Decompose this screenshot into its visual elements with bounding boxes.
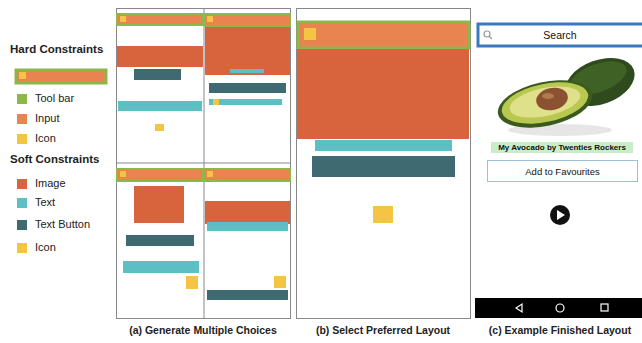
legend-label: Tool bar [35, 92, 74, 104]
text-button-block [207, 290, 288, 300]
legend-swatch [17, 94, 27, 104]
text-block [315, 140, 452, 151]
legend-swatch [17, 243, 27, 253]
button-outline [488, 161, 638, 182]
icon-block [120, 16, 126, 22]
toolbar-block [117, 169, 203, 181]
node-text: Search [543, 29, 576, 41]
text-block [209, 99, 282, 105]
image-block [117, 46, 203, 67]
avocado-flesh [498, 75, 592, 130]
title-band: My Avocado by Twenties Rockers [491, 142, 633, 153]
panel-caption: (b) Select Preferred Layout [316, 324, 450, 336]
legend-label: Image [35, 177, 66, 189]
play-button [550, 205, 570, 225]
legend-heading: Hard Constraints [10, 43, 103, 55]
panel-caption: (a) Generate Multiple Choices [129, 324, 277, 336]
image-block [205, 27, 290, 75]
play-icon [557, 210, 565, 220]
toolbar-block [205, 14, 290, 26]
legend-label: Text Button [35, 218, 90, 230]
pit-highlight [542, 93, 554, 99]
text-block [207, 222, 288, 231]
icon-block [274, 276, 286, 288]
icon-block [207, 16, 213, 22]
avocado-half-skin [493, 73, 596, 136]
panel-divider [116, 163, 290, 164]
layout-mockups [117, 14, 469, 300]
text-block [230, 69, 264, 73]
legend-label: Text [35, 196, 55, 208]
icon-block [304, 28, 316, 40]
text-button-block [209, 83, 286, 93]
toolbar-sample [16, 70, 106, 83]
text-block [123, 261, 199, 273]
legend-heading: Soft Constraints [10, 153, 99, 165]
panel-frame [297, 9, 471, 319]
text-button: Add to Favourites [488, 161, 637, 181]
search-icon [489, 36, 492, 39]
title-band [491, 142, 633, 153]
avocado-flesh [507, 81, 583, 123]
toolbar-block [205, 169, 290, 181]
icon-block [120, 171, 126, 177]
text-button-block [312, 156, 455, 177]
search-field [478, 24, 642, 46]
toolbar-block [298, 22, 469, 48]
icon-block [155, 124, 164, 131]
toolbar-block [117, 14, 203, 25]
back-icon [516, 304, 522, 312]
home-icon [556, 304, 564, 312]
legend-label: Icon [35, 132, 56, 144]
avocado-photo [493, 49, 641, 136]
nav-bar [475, 298, 642, 318]
image-block [205, 201, 290, 224]
icon-block [373, 206, 393, 223]
legend-label: Icon [35, 241, 56, 253]
legend-label: Input [35, 112, 59, 124]
recent-icon [601, 304, 608, 311]
legend-swatch [17, 134, 27, 144]
image-block [297, 49, 469, 139]
avocado-pit [534, 85, 570, 113]
node-text: My Avocado by Twenties Rockers [498, 143, 626, 152]
legend-swatch [17, 198, 27, 208]
text-button-block [126, 235, 194, 246]
icon-block [186, 276, 198, 289]
legend-swatch [17, 179, 27, 189]
search-input: Search [481, 26, 639, 44]
image-block [134, 186, 184, 223]
panel-caption: (c) Example Finished Layout [489, 324, 631, 336]
text-button-block [134, 69, 181, 80]
icon-block [207, 171, 213, 177]
legend-swatch [17, 114, 27, 124]
panel-frame [117, 9, 291, 319]
node-text: Add to Favourites [525, 166, 599, 177]
legend-swatch [17, 220, 27, 230]
icon-block [213, 99, 219, 105]
text-block [118, 101, 202, 111]
icon-sample [19, 72, 26, 79]
